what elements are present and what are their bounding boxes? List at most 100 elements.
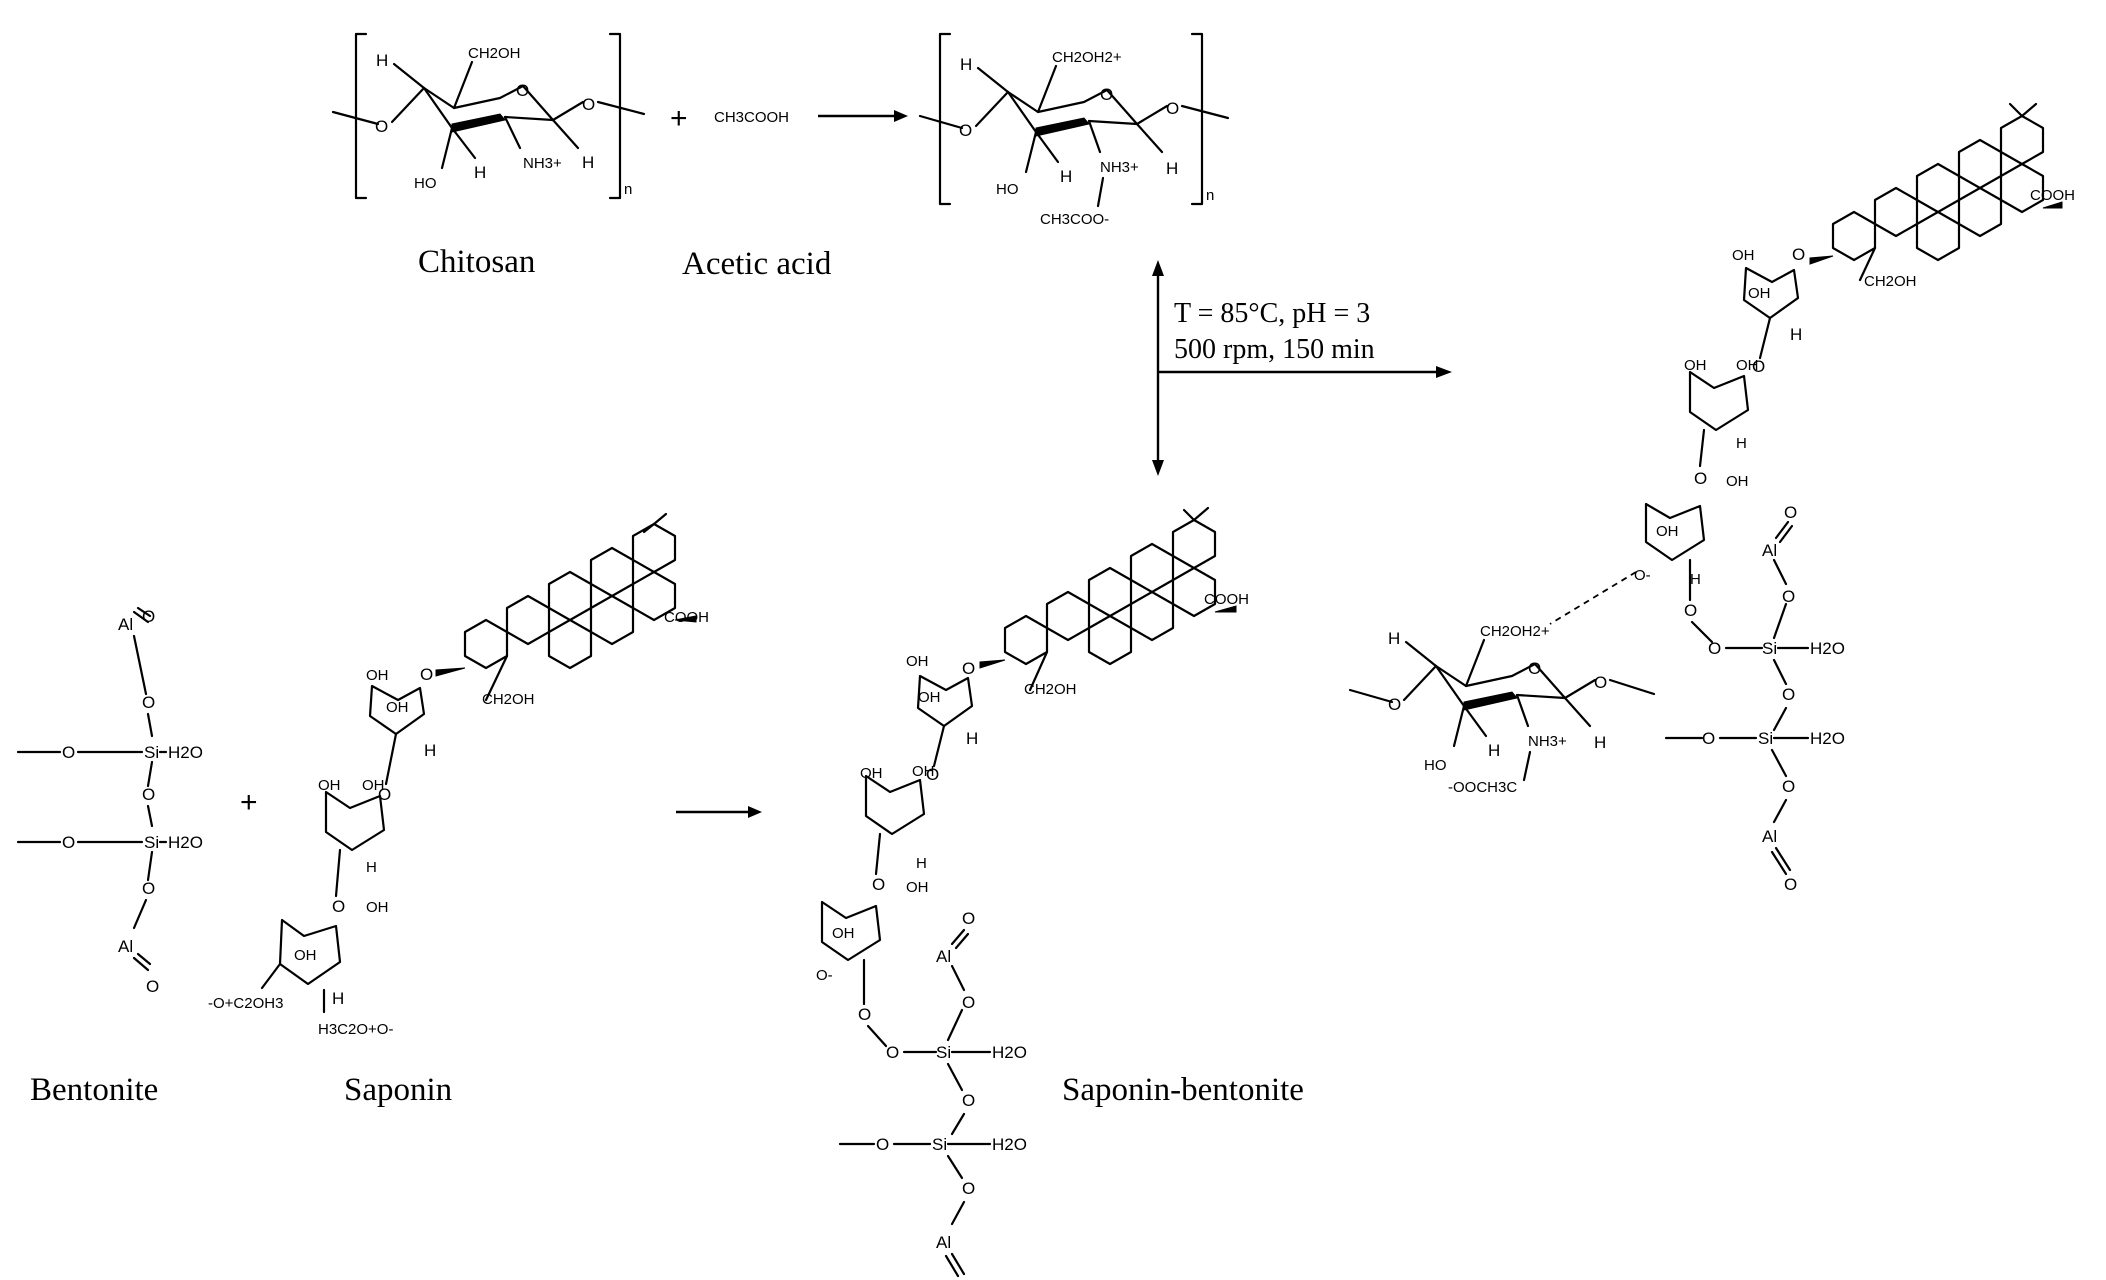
svg-text:OH: OH bbox=[906, 653, 929, 670]
svg-text:CH3COO-: CH3COO- bbox=[1040, 211, 1109, 228]
condition-temperature: T = 85°C, pH = 3 bbox=[1174, 298, 1370, 329]
svg-text:O: O bbox=[1684, 601, 1697, 620]
svg-text:Si: Si bbox=[144, 833, 159, 852]
svg-text:H2O: H2O bbox=[992, 1043, 1027, 1062]
svg-text:H2O: H2O bbox=[992, 1135, 1027, 1154]
svg-text:H: H bbox=[1594, 733, 1606, 752]
svg-text:OH: OH bbox=[1732, 247, 1755, 264]
saponin-structure: COOH O CH2OH OH OH H O OH OH H OH O OH H… bbox=[208, 512, 709, 1038]
svg-text:O: O bbox=[375, 117, 388, 136]
svg-text:H2O: H2O bbox=[1810, 639, 1845, 658]
svg-text:H: H bbox=[424, 741, 436, 760]
chitosan-saponin-bentonite-structure: COOH O CH2OH OH OH H O OH OH H OH O OH O… bbox=[1348, 102, 2075, 894]
svg-text:O: O bbox=[142, 607, 155, 626]
svg-text:-O+C2OH3: -O+C2OH3 bbox=[208, 995, 283, 1012]
svg-text:Al: Al bbox=[1762, 541, 1777, 560]
svg-text:n: n bbox=[1206, 187, 1214, 204]
caption-saponin: Saponin bbox=[344, 1072, 452, 1108]
svg-text:O: O bbox=[62, 833, 75, 852]
svg-text:O: O bbox=[962, 1091, 975, 1110]
svg-text:H: H bbox=[1690, 571, 1701, 588]
svg-text:O: O bbox=[142, 693, 155, 712]
svg-text:O: O bbox=[886, 1043, 899, 1062]
svg-text:H: H bbox=[474, 163, 486, 182]
svg-text:HO: HO bbox=[1424, 757, 1447, 774]
svg-text:O: O bbox=[1782, 685, 1795, 704]
svg-text:OH: OH bbox=[1656, 523, 1679, 540]
svg-text:O: O bbox=[516, 81, 529, 100]
svg-text:Si: Si bbox=[1758, 729, 1773, 748]
chitosan-structure: n O O CH2OH H HO H NH3+ H O bbox=[331, 32, 646, 200]
protonated-chitosan-structure: n O O CH2OH2+ H HO H NH3+ CH3COO- H O bbox=[918, 32, 1230, 228]
svg-text:O: O bbox=[332, 897, 345, 916]
svg-text:OH: OH bbox=[362, 777, 385, 794]
svg-text:OH: OH bbox=[1748, 285, 1771, 302]
reaction-arrow-2 bbox=[676, 806, 762, 818]
svg-text:O: O bbox=[1784, 875, 1797, 894]
svg-text:O: O bbox=[926, 765, 939, 784]
svg-text:O: O bbox=[962, 993, 975, 1012]
svg-text:CH2OH: CH2OH bbox=[468, 45, 521, 62]
svg-text:O: O bbox=[876, 1135, 889, 1154]
svg-text:H2O: H2O bbox=[168, 833, 203, 852]
svg-text:O: O bbox=[962, 1179, 975, 1198]
svg-text:OH: OH bbox=[366, 667, 389, 684]
svg-text:HO: HO bbox=[414, 175, 437, 192]
svg-text:Al: Al bbox=[1762, 827, 1777, 846]
svg-text:O: O bbox=[1594, 673, 1607, 692]
svg-text:O: O bbox=[1702, 729, 1715, 748]
svg-text:H: H bbox=[582, 153, 594, 172]
reaction-arrow-1 bbox=[818, 110, 908, 122]
svg-text:NH3+: NH3+ bbox=[523, 155, 562, 172]
svg-text:HO: HO bbox=[996, 181, 1019, 198]
svg-text:O-: O- bbox=[1634, 567, 1651, 584]
svg-text:OH: OH bbox=[366, 899, 389, 916]
svg-text:O: O bbox=[582, 95, 595, 114]
plus-sign-2: + bbox=[240, 786, 258, 819]
svg-text:H: H bbox=[916, 855, 927, 872]
acetic-acid-formula: CH3COOH bbox=[714, 109, 789, 126]
svg-text:OH: OH bbox=[860, 765, 883, 782]
svg-text:OH: OH bbox=[832, 925, 855, 942]
plus-sign-1: + bbox=[670, 102, 688, 135]
svg-text:O: O bbox=[142, 879, 155, 898]
svg-text:H: H bbox=[1388, 629, 1400, 648]
svg-text:O: O bbox=[1752, 357, 1765, 376]
svg-text:OH: OH bbox=[1684, 357, 1707, 374]
svg-text:H: H bbox=[1060, 167, 1072, 186]
svg-text:NH3+: NH3+ bbox=[1100, 159, 1139, 176]
svg-text:Al: Al bbox=[936, 947, 951, 966]
svg-text:H: H bbox=[1166, 159, 1178, 178]
svg-text:H: H bbox=[376, 51, 388, 70]
bentonite-structure: Al O O O Si H2O O O Si H2O O Al O bbox=[16, 606, 203, 996]
reaction-arrow-cross bbox=[1152, 260, 1452, 476]
svg-text:H: H bbox=[960, 55, 972, 74]
caption-acetic-acid: Acetic acid bbox=[682, 246, 832, 282]
svg-text:H2O: H2O bbox=[168, 743, 203, 762]
svg-text:O: O bbox=[1100, 85, 1113, 104]
svg-text:O: O bbox=[62, 743, 75, 762]
condition-stirring: 500 rpm, 150 min bbox=[1174, 334, 1375, 365]
svg-text:H: H bbox=[366, 859, 377, 876]
svg-text:CH2OH: CH2OH bbox=[1864, 273, 1917, 290]
svg-text:OH: OH bbox=[386, 699, 409, 716]
svg-text:H: H bbox=[1488, 741, 1500, 760]
svg-text:CH2OH: CH2OH bbox=[1024, 681, 1077, 698]
svg-text:-OOCH3C: -OOCH3C bbox=[1448, 779, 1517, 796]
svg-text:COOH: COOH bbox=[1204, 591, 1249, 608]
svg-text:COOH: COOH bbox=[664, 609, 709, 626]
svg-text:Al: Al bbox=[118, 937, 133, 956]
caption-saponin-bentonite: Saponin-bentonite bbox=[1062, 1072, 1304, 1108]
svg-text:H: H bbox=[966, 729, 978, 748]
svg-text:O: O bbox=[1694, 469, 1707, 488]
svg-text:O: O bbox=[1784, 503, 1797, 522]
svg-text:O: O bbox=[1166, 99, 1179, 118]
svg-text:O: O bbox=[1708, 639, 1721, 658]
caption-bentonite: Bentonite bbox=[30, 1072, 158, 1108]
svg-text:Si: Si bbox=[1762, 639, 1777, 658]
svg-text:Si: Si bbox=[936, 1043, 951, 1062]
svg-text:O: O bbox=[872, 875, 885, 894]
caption-chitosan: Chitosan bbox=[418, 244, 535, 280]
svg-text:O: O bbox=[1388, 695, 1401, 714]
svg-text:NH3+: NH3+ bbox=[1528, 733, 1567, 750]
